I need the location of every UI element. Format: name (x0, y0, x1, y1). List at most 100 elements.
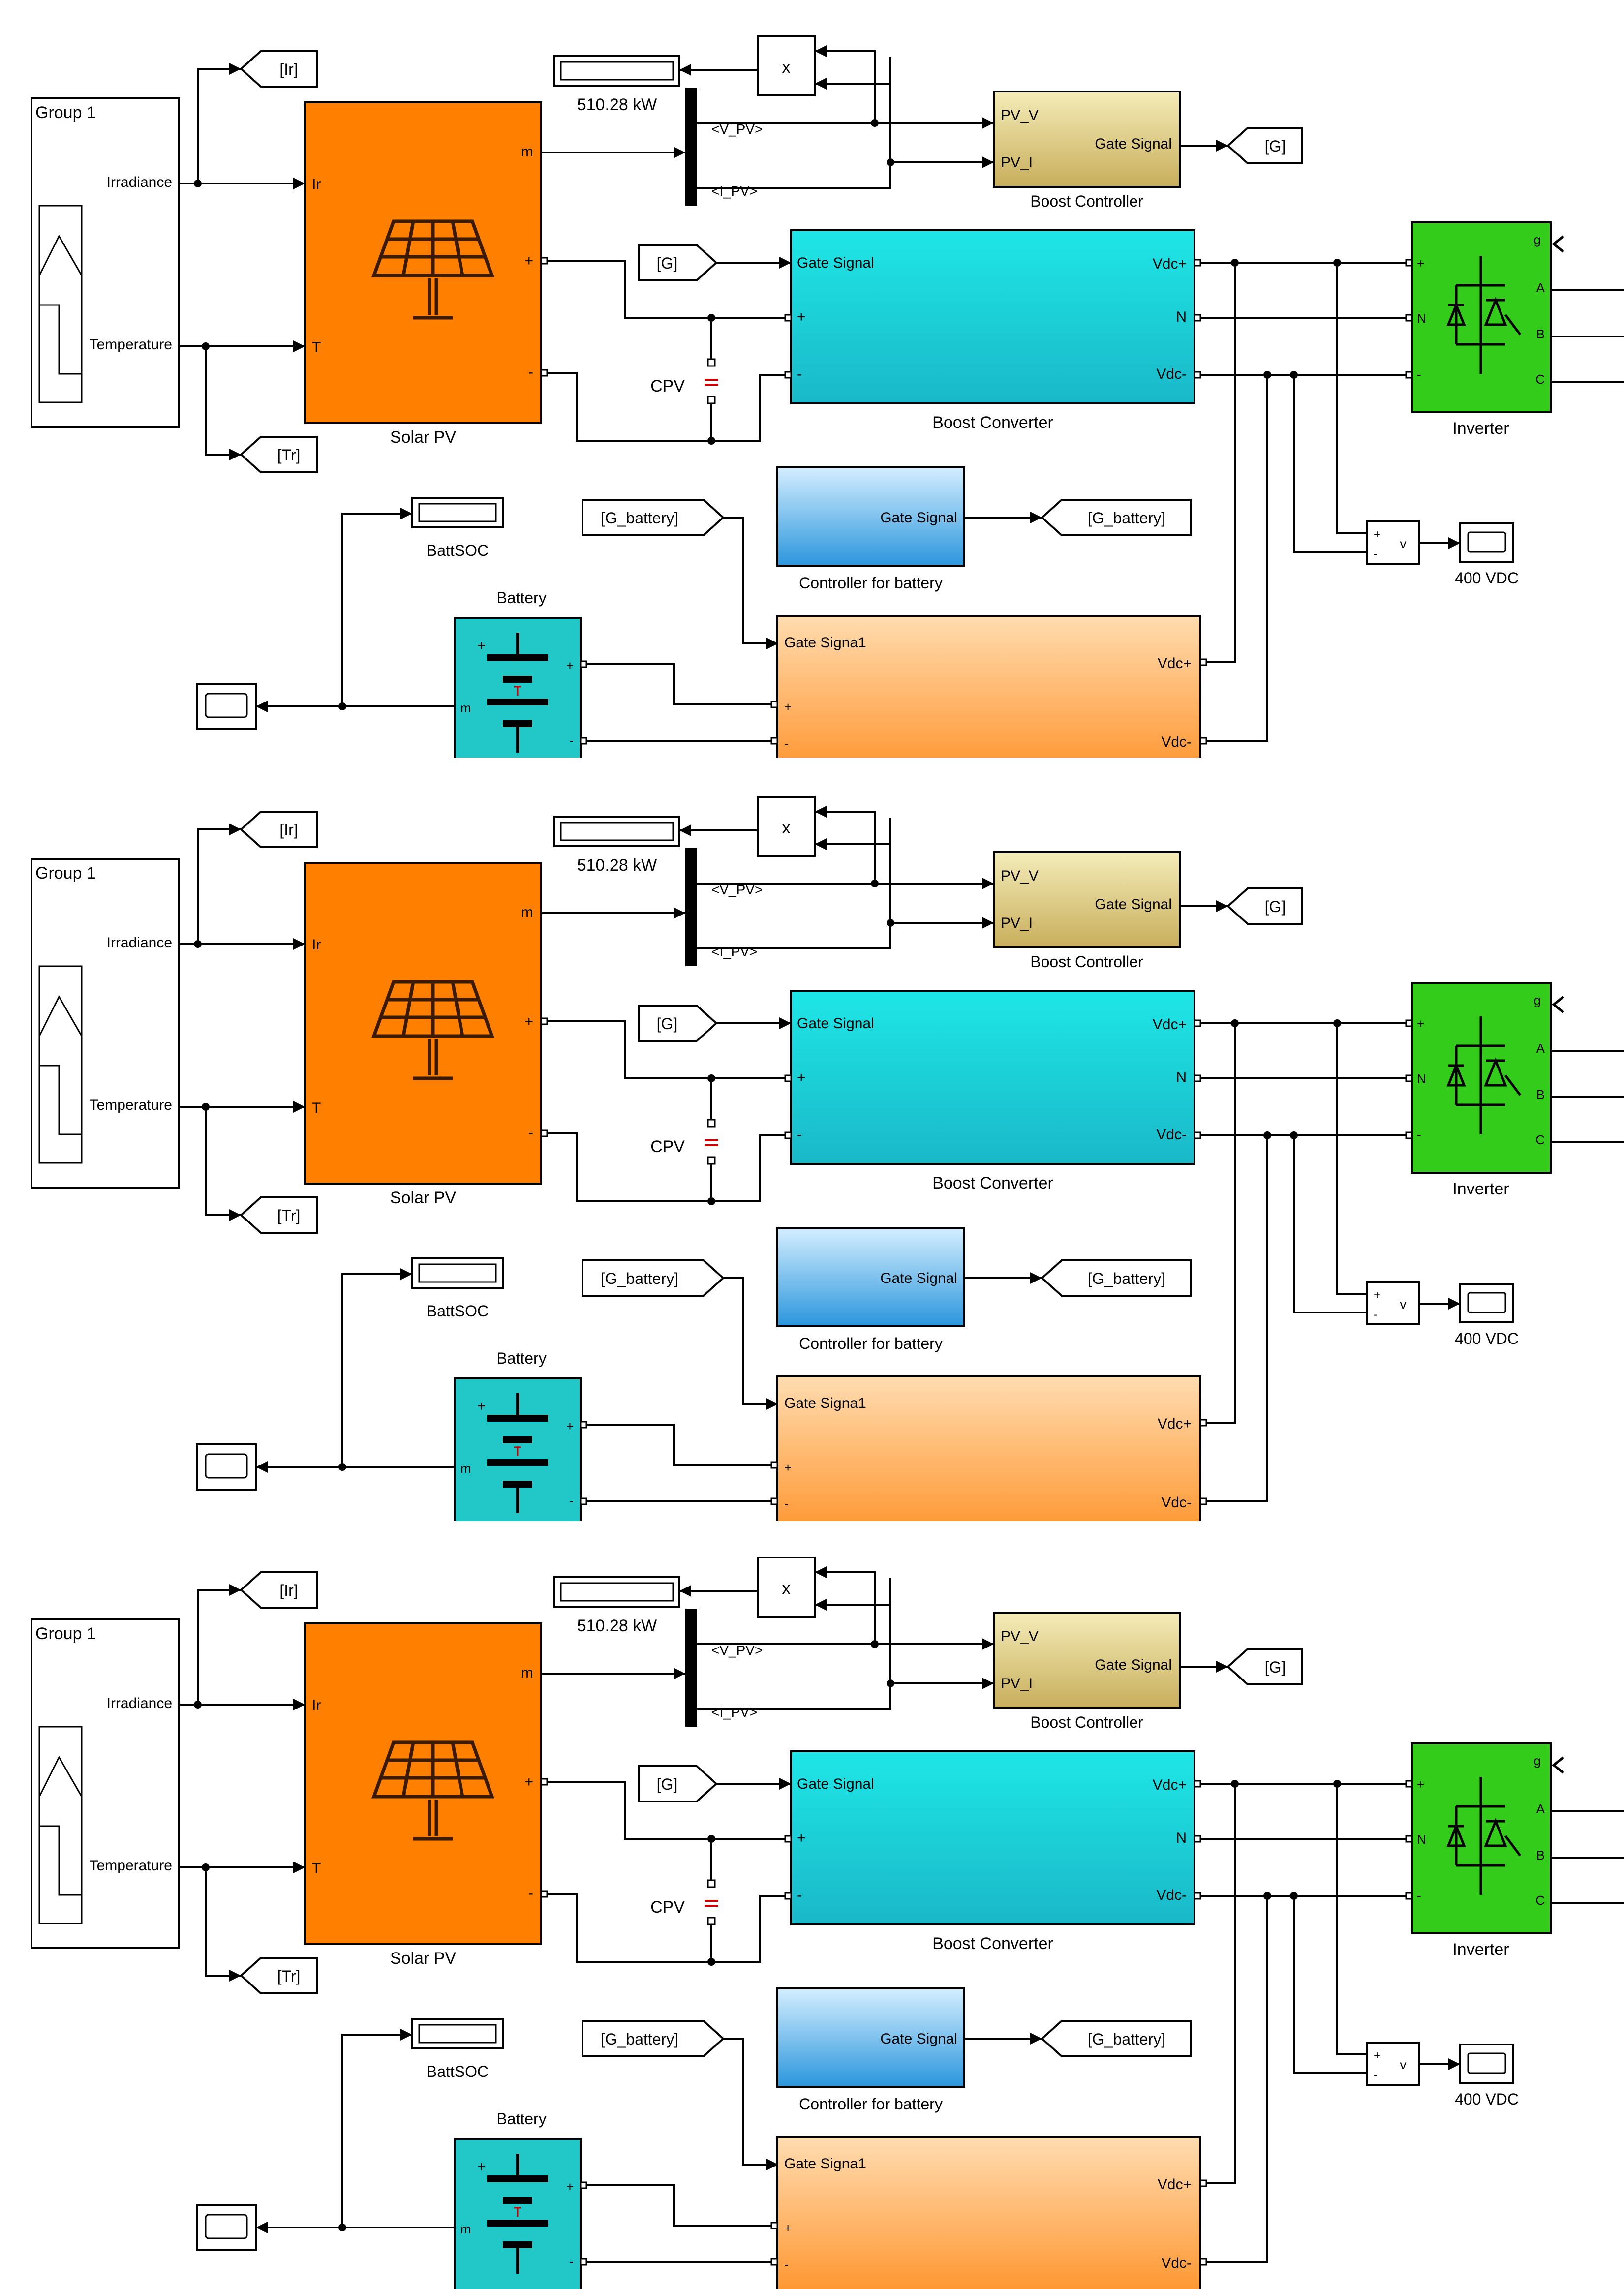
batt-soc-display[interactable]: BattSOC (411, 497, 504, 559)
battery-controller-block[interactable]: Gate Signal Controller for battery (776, 1987, 965, 2113)
scope-block[interactable] (196, 683, 257, 730)
from-g-tag[interactable]: [G] (638, 244, 718, 281)
solar-pv-block[interactable]: Ir T m + - Solar PV (304, 1622, 542, 1968)
svg-text:N: N (1417, 311, 1426, 326)
voltage-measurement-block[interactable]: + - v (1366, 2042, 1420, 2086)
svg-text:[G]: [G] (657, 254, 678, 272)
svg-text:+: + (1374, 2049, 1380, 2062)
inverter-block[interactable]: g A B C + N - Inverter (1411, 221, 1552, 438)
svg-text:-: - (784, 2257, 789, 2272)
battery-block[interactable]: m + (454, 617, 582, 798)
boost-controller-block[interactable]: PV_V PV_I Gate Signal Boost Controller (993, 91, 1181, 210)
goto-g-tag[interactable]: [G] (1226, 1648, 1303, 1685)
svg-text:g: g (1534, 993, 1541, 1007)
goto-ir-tag[interactable]: [Ir] (240, 1571, 318, 1609)
signal-builder-block[interactable]: Group 1 Irradiance Temperature (31, 858, 180, 1189)
bidirectional-converter-block[interactable]: Gate Signa1 + - Vdc+ Vdc- (776, 2136, 1201, 2289)
svg-text:m: m (460, 1461, 471, 1476)
svg-text:CPV: CPV (650, 377, 685, 396)
battery-cell-icon: + (477, 2154, 548, 2274)
batt-soc-display[interactable]: BattSOC (411, 2018, 504, 2080)
svg-text:+: + (1374, 1288, 1380, 1302)
goto-g-battery-tag[interactable]: [G_battery] (1041, 1259, 1192, 1297)
svg-text:Boost Controller: Boost Controller (1030, 192, 1143, 210)
power-display[interactable]: 510.28 kW (553, 816, 680, 875)
signal-builder-block[interactable]: Group 1 Irradiance Temperature (31, 97, 180, 428)
svg-text:-: - (797, 366, 802, 382)
svg-text:BattSOC: BattSOC (427, 2063, 489, 2080)
signal-builder-block[interactable]: Group 1 Irradiance Temperature (31, 1618, 180, 1949)
cpv-capacitor[interactable]: CPV (650, 1879, 718, 1925)
from-g-battery-tag[interactable]: [G_battery] (582, 1259, 725, 1297)
scope-block[interactable] (196, 2204, 257, 2251)
batt-soc-display[interactable]: BattSOC (411, 1257, 504, 1320)
bidirectional-converter-block[interactable]: Gate Signa1 + - Vdc+ Vdc- (776, 1375, 1201, 1559)
solar-pv-block[interactable]: Ir T m + - Solar PV (304, 101, 542, 447)
svg-text:-: - (1374, 2069, 1378, 2082)
svg-text:Boost Controller: Boost Controller (1030, 953, 1143, 971)
battery-controller-block[interactable]: Gate Signal Controller for battery (776, 466, 965, 592)
goto-g-tag[interactable]: [G] (1226, 887, 1303, 925)
group-title: Group 1 (35, 1624, 96, 1643)
boost-converter-block[interactable]: Gate Signal + - Vdc+ N Vdc- Boost Conver… (790, 229, 1195, 432)
from-g-tag[interactable]: [G] (638, 1765, 718, 1802)
svg-text:Gate Signal: Gate Signal (797, 255, 874, 271)
goto-tr-tag[interactable]: [Tr] (240, 1957, 318, 1994)
goto-g-tag[interactable]: [G] (1226, 127, 1303, 164)
scope-block[interactable] (196, 1443, 257, 1491)
boost-converter-block[interactable]: Gate Signal + - Vdc+ N Vdc- Boost Conver… (790, 1750, 1195, 1953)
cpv-capacitor[interactable]: CPV (650, 1119, 718, 1165)
svg-text:A: A (1536, 280, 1545, 295)
power-display[interactable]: 510.28 kW (553, 55, 680, 114)
battery-controller-block[interactable]: Gate Signal Controller for battery (776, 1227, 965, 1352)
goto-tr-tag[interactable]: [Tr] (240, 1196, 318, 1234)
bus-selector[interactable] (685, 1609, 697, 1727)
vdc-display[interactable]: 400 VDC (1455, 2044, 1519, 2108)
svg-text:+: + (1374, 528, 1380, 541)
battery-block[interactable]: m + (454, 1377, 582, 1558)
goto-g-battery-tag[interactable]: [G_battery] (1041, 499, 1192, 536)
svg-text:Vdc+: Vdc+ (1153, 1016, 1187, 1033)
svg-text:C: C (1535, 372, 1545, 387)
product-block[interactable]: x (757, 35, 816, 96)
battery-block[interactable]: m + (454, 2138, 582, 2289)
inverter-block[interactable]: g A B C + N - Inverter (1411, 982, 1552, 1198)
svg-text:Gate Signal: Gate Signal (1095, 1657, 1172, 1673)
product-block[interactable]: x (757, 796, 816, 857)
svg-text:+: + (1417, 1777, 1424, 1792)
svg-text:C: C (1535, 1893, 1545, 1908)
inverter-block[interactable]: g A B C + N - Inverter (1411, 1742, 1552, 1959)
cpv-capacitor[interactable]: CPV (650, 358, 718, 404)
goto-ir-tag[interactable]: [Ir] (240, 50, 318, 88)
svg-text:Gate Signal: Gate Signal (797, 1776, 874, 1792)
goto-ir-tag[interactable]: [Ir] (240, 811, 318, 848)
from-g-tag[interactable]: [G] (638, 1005, 718, 1042)
boost-converter-block[interactable]: Gate Signal + - Vdc+ N Vdc- Boost Conver… (790, 990, 1195, 1192)
svg-text:Boost Converter: Boost Converter (932, 413, 1053, 432)
svg-text:A: A (1536, 1041, 1545, 1056)
power-display[interactable]: 510.28 kW (553, 1576, 680, 1635)
svg-text:[G]: [G] (657, 1015, 678, 1033)
goto-tr-tag[interactable]: [Tr] (240, 436, 318, 473)
svg-text:+: + (566, 2179, 574, 2194)
voltage-measurement-block[interactable]: + - v (1366, 1281, 1420, 1325)
vdc-display[interactable]: 400 VDC (1455, 522, 1519, 587)
voltage-measurement-block[interactable]: + - v (1366, 520, 1420, 565)
svg-text:Ir: Ir (312, 937, 321, 953)
svg-text:m: m (521, 904, 533, 920)
svg-text:-: - (528, 364, 533, 380)
bus-selector[interactable] (685, 88, 697, 206)
svg-text:v: v (1400, 536, 1407, 551)
solar-pv-block[interactable]: Ir T m + - Solar PV (304, 862, 542, 1207)
from-g-battery-tag[interactable]: [G_battery] (582, 499, 725, 536)
igbt-diode-icon (1446, 1016, 1521, 1134)
from-g-battery-tag[interactable]: [G_battery] (582, 2020, 725, 2057)
bidirectional-converter-block[interactable]: Gate Signa1 + - Vdc+ Vdc- (776, 615, 1201, 799)
goto-g-battery-tag[interactable]: [G_battery] (1041, 2020, 1192, 2057)
bus-selector[interactable] (685, 848, 697, 966)
boost-controller-block[interactable]: PV_V PV_I Gate Signal Boost Controller (993, 1612, 1181, 1731)
product-block[interactable]: x (757, 1557, 816, 1618)
boost-controller-block[interactable]: PV_V PV_I Gate Signal Boost Controller (993, 851, 1181, 971)
vdc-display[interactable]: 400 VDC (1455, 1283, 1519, 1347)
svg-text:-: - (1374, 548, 1378, 561)
